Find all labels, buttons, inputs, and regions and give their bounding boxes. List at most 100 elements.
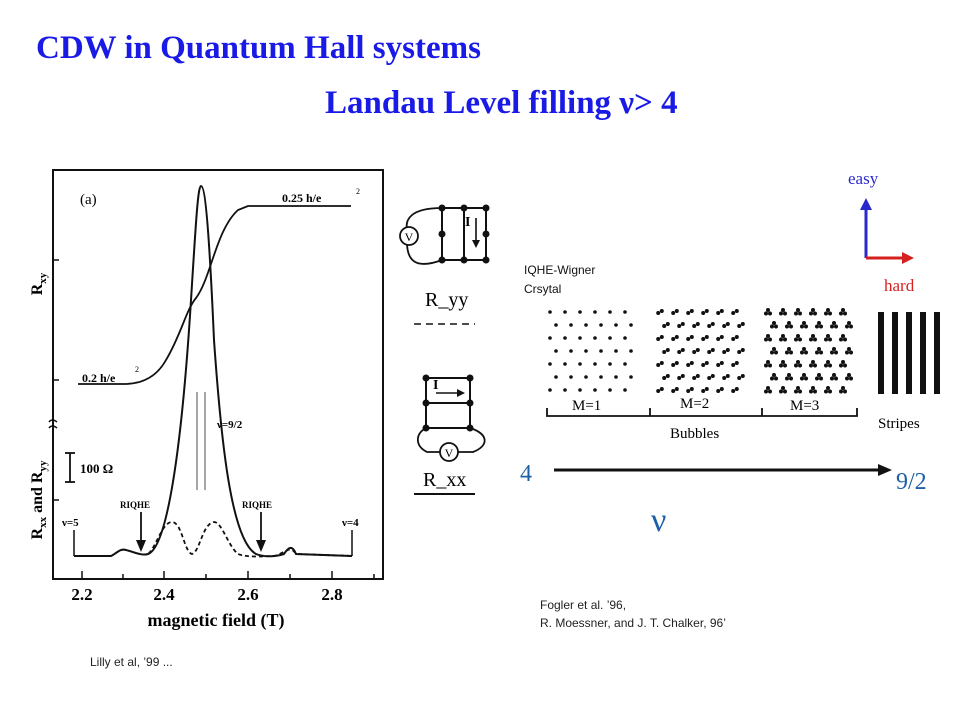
bubble-m2 bbox=[656, 389, 661, 393]
bubble-m3 bbox=[800, 376, 804, 381]
bubble-m3 bbox=[789, 376, 793, 381]
bubble-m3 bbox=[783, 311, 787, 316]
bubble-m2 bbox=[659, 335, 664, 339]
bubble-m3 bbox=[779, 389, 783, 394]
bubble-m3 bbox=[832, 321, 836, 325]
bubble-m3 bbox=[813, 389, 817, 394]
bubble-m1 bbox=[608, 310, 612, 314]
bubble-m3 bbox=[834, 324, 838, 329]
bubble-m3 bbox=[834, 376, 838, 381]
bubble-m2 bbox=[656, 311, 661, 315]
citation-lilly: Lilly et al, ’99 ... bbox=[90, 655, 173, 669]
bubble-m2 bbox=[740, 322, 745, 326]
bubble-m2 bbox=[659, 309, 664, 313]
bubble-m3 bbox=[841, 334, 845, 338]
bubble-m2 bbox=[674, 361, 679, 365]
citation-fogler-line2: R. Moessner, and J. T. Chalker, 96’ bbox=[540, 616, 726, 630]
bubble-m2 bbox=[674, 309, 679, 313]
bubble-m3 bbox=[789, 324, 793, 329]
voltmeter-bottom: V bbox=[445, 446, 454, 460]
bubble-m3 bbox=[794, 337, 798, 342]
bubble-m3 bbox=[847, 373, 851, 377]
bubble-m3 bbox=[817, 321, 821, 325]
bubble-m2 bbox=[710, 322, 715, 326]
bubble-m3 bbox=[802, 347, 806, 351]
bubble-m2 bbox=[695, 348, 700, 352]
bubble-m3 bbox=[824, 389, 828, 394]
bubble-m3 bbox=[766, 308, 770, 312]
bubble-m3 bbox=[804, 324, 808, 329]
bubble-m3 bbox=[774, 376, 778, 381]
bubble-m3 bbox=[832, 347, 836, 351]
bubble-m1 bbox=[608, 362, 612, 366]
bubble-m3 bbox=[781, 308, 785, 312]
bubbles-label: Bubbles bbox=[670, 426, 719, 442]
x-tick-2-8: 2.8 bbox=[321, 585, 342, 604]
current-label-bottom: I bbox=[433, 378, 438, 393]
bubble-m3 bbox=[770, 350, 774, 355]
bubble-m2 bbox=[686, 363, 691, 367]
bubble-m3 bbox=[819, 350, 823, 355]
bubble-m2 bbox=[707, 350, 712, 354]
bubble-m2 bbox=[734, 309, 739, 313]
bubble-m1 bbox=[623, 388, 627, 392]
bubble-m3 bbox=[802, 321, 806, 325]
hard-label: hard bbox=[884, 276, 915, 295]
bubble-m3 bbox=[764, 337, 768, 342]
bubble-m3 bbox=[781, 334, 785, 338]
bubble-m3 bbox=[815, 324, 819, 329]
bubble-m3 bbox=[841, 308, 845, 312]
bubble-m3 bbox=[781, 386, 785, 390]
bubble-m3 bbox=[815, 350, 819, 355]
bubble-m2 bbox=[716, 363, 721, 367]
bubble-m2 bbox=[731, 311, 736, 315]
bubble-m3 bbox=[796, 308, 800, 312]
bubble-m3 bbox=[828, 363, 832, 368]
citation-fogler-line1: Fogler et al. ’96, bbox=[540, 598, 627, 612]
svg-text:Rxx and Ryy: Rxx and Ryy bbox=[29, 460, 49, 539]
bubble-m3 bbox=[783, 363, 787, 368]
x-ticks bbox=[53, 259, 375, 579]
bubble-m2 bbox=[692, 324, 697, 328]
bubble-m3 bbox=[813, 337, 817, 342]
bubble-m3 bbox=[794, 389, 798, 394]
bubble-m3 bbox=[817, 373, 821, 377]
bubble-m1 bbox=[584, 323, 588, 327]
annot-025: 0.25 h/e bbox=[282, 191, 322, 205]
bubble-m3 bbox=[781, 360, 785, 364]
bubble-m3 bbox=[811, 334, 815, 338]
stripes-phase: Stripes bbox=[878, 312, 940, 432]
filling-axis: 4 9/2 ν bbox=[520, 461, 927, 539]
bubble-m1 bbox=[623, 336, 627, 340]
bubble-m2 bbox=[692, 376, 697, 380]
bubble-m2 bbox=[656, 337, 661, 341]
bubble-m2 bbox=[662, 324, 667, 328]
bubble-m3 bbox=[843, 311, 847, 316]
bubble-m3 bbox=[847, 347, 851, 351]
bubble-m3 bbox=[800, 350, 804, 355]
bubble-m3 bbox=[824, 311, 828, 316]
bubble-m2 bbox=[695, 322, 700, 326]
bubble-m3 bbox=[839, 311, 843, 316]
bubble-m3 bbox=[839, 363, 843, 368]
measurement-schematic: I V R_yy I V R_xx bbox=[399, 204, 490, 495]
annot-02: 0.2 h/e bbox=[82, 371, 116, 385]
bubble-m3 bbox=[798, 389, 802, 394]
bubble-m1 bbox=[599, 349, 603, 353]
bubble-m2 bbox=[737, 350, 742, 354]
x-tick-2-6: 2.6 bbox=[237, 585, 258, 604]
bubble-m1 bbox=[608, 388, 612, 392]
bubble-m2 bbox=[701, 389, 706, 393]
bubble-m3 bbox=[811, 386, 815, 390]
bubble-m3 bbox=[839, 337, 843, 342]
ryy-label: R_yy bbox=[425, 289, 468, 311]
bubble-m2 bbox=[689, 387, 694, 391]
easy-label: easy bbox=[848, 169, 879, 188]
bubble-m3 bbox=[772, 347, 776, 351]
rxy-curve bbox=[78, 205, 351, 385]
ryy-curve bbox=[74, 184, 353, 558]
nu4-label: ν=4 bbox=[341, 517, 359, 529]
bubble-m3 bbox=[772, 321, 776, 325]
bubble-m1 bbox=[584, 349, 588, 353]
bubble-m2 bbox=[680, 348, 685, 352]
